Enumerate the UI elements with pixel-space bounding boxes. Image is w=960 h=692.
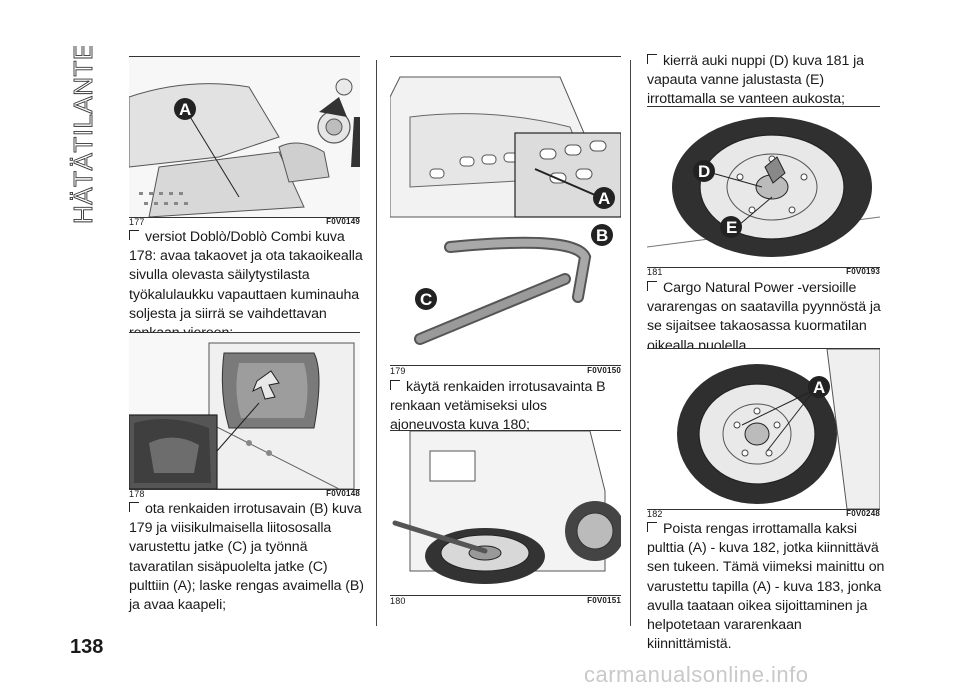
figure-177-number: 177	[129, 217, 145, 227]
figure-179: A B C 179 F0V0150	[390, 56, 621, 378]
figure-181-label-e: E	[726, 218, 737, 237]
paragraph-6: Poista rengas irrottamalla kaksi pulttia…	[647, 521, 885, 653]
paragraph-3: käytä renkaiden irrotusavainta B renkaan…	[390, 379, 606, 434]
bullet-icon	[129, 502, 139, 512]
watermark: carmanualsonline.info	[584, 662, 809, 687]
section-title-text: HÄTÄTILANTEET	[68, 46, 98, 224]
figure-180: 180 F0V0151	[390, 430, 621, 608]
paragraph-1: versiot Doblò/Doblò Combi kuva 178: avaa…	[129, 229, 363, 341]
figure-180-illustration	[390, 431, 621, 595]
figure-182-number: 182	[647, 509, 663, 519]
figure-180-number: 180	[390, 596, 406, 606]
figure-179-code: F0V0150	[587, 366, 621, 375]
figure-182-illustration: A	[647, 349, 880, 509]
figure-181: D E 181 F0V0193	[647, 106, 880, 278]
paragraph-4: kierrä auki nuppi (D) kuva 181 ja vapaut…	[647, 53, 864, 108]
figure-177: A 177 F0V0149	[129, 56, 360, 228]
figure-182-label-a: A	[813, 378, 825, 397]
figure-177-illustration: A	[129, 57, 360, 217]
figure-181-caption: 181 F0V0193	[647, 267, 880, 277]
figure-182-caption: 182 F0V0248	[647, 509, 880, 519]
figure-178-number: 178	[129, 489, 145, 499]
bullet-icon	[390, 380, 400, 390]
figure-179-label-a: A	[598, 189, 610, 208]
figure-179-label-c: C	[420, 290, 432, 309]
bullet-icon	[647, 522, 657, 532]
column-divider-1	[376, 60, 377, 626]
figure-182: A 182 F0V0248	[647, 348, 880, 520]
figure-181-illustration: D E	[647, 107, 880, 267]
bullet-icon	[129, 230, 139, 240]
section-title: HÄTÄTILANTEET	[62, 8, 102, 226]
figure-178: 178 F0V0148	[129, 332, 360, 500]
figure-179-label-b: B	[596, 226, 608, 245]
figure-179-number: 179	[390, 366, 406, 376]
figure-181-code: F0V0193	[846, 267, 880, 276]
figure-178-code: F0V0148	[326, 489, 360, 498]
figure-179-illustration: A B C	[390, 57, 621, 365]
bullet-icon	[647, 281, 657, 291]
figure-179-caption: 179 F0V0150	[390, 366, 621, 376]
page-number: 138	[70, 636, 104, 658]
column-divider-2	[630, 60, 631, 626]
figure-181-label-d: D	[698, 162, 710, 181]
figure-180-code: F0V0151	[587, 596, 621, 605]
figure-180-caption: 180 F0V0151	[390, 596, 621, 606]
paragraph-2: ota renkaiden irrotusavain (B) kuva 179 …	[129, 501, 364, 614]
figure-178-illustration	[129, 333, 360, 489]
figure-177-caption: 177 F0V0149	[129, 217, 360, 227]
figure-182-code: F0V0248	[846, 509, 880, 518]
figure-181-number: 181	[647, 267, 663, 277]
paragraph-5: Cargo Natural Power -versioille varareng…	[647, 280, 881, 354]
figure-178-caption: 178 F0V0148	[129, 489, 360, 499]
bullet-icon	[647, 54, 657, 64]
figure-177-code: F0V0149	[326, 217, 360, 226]
figure-177-label-a: A	[179, 100, 191, 119]
